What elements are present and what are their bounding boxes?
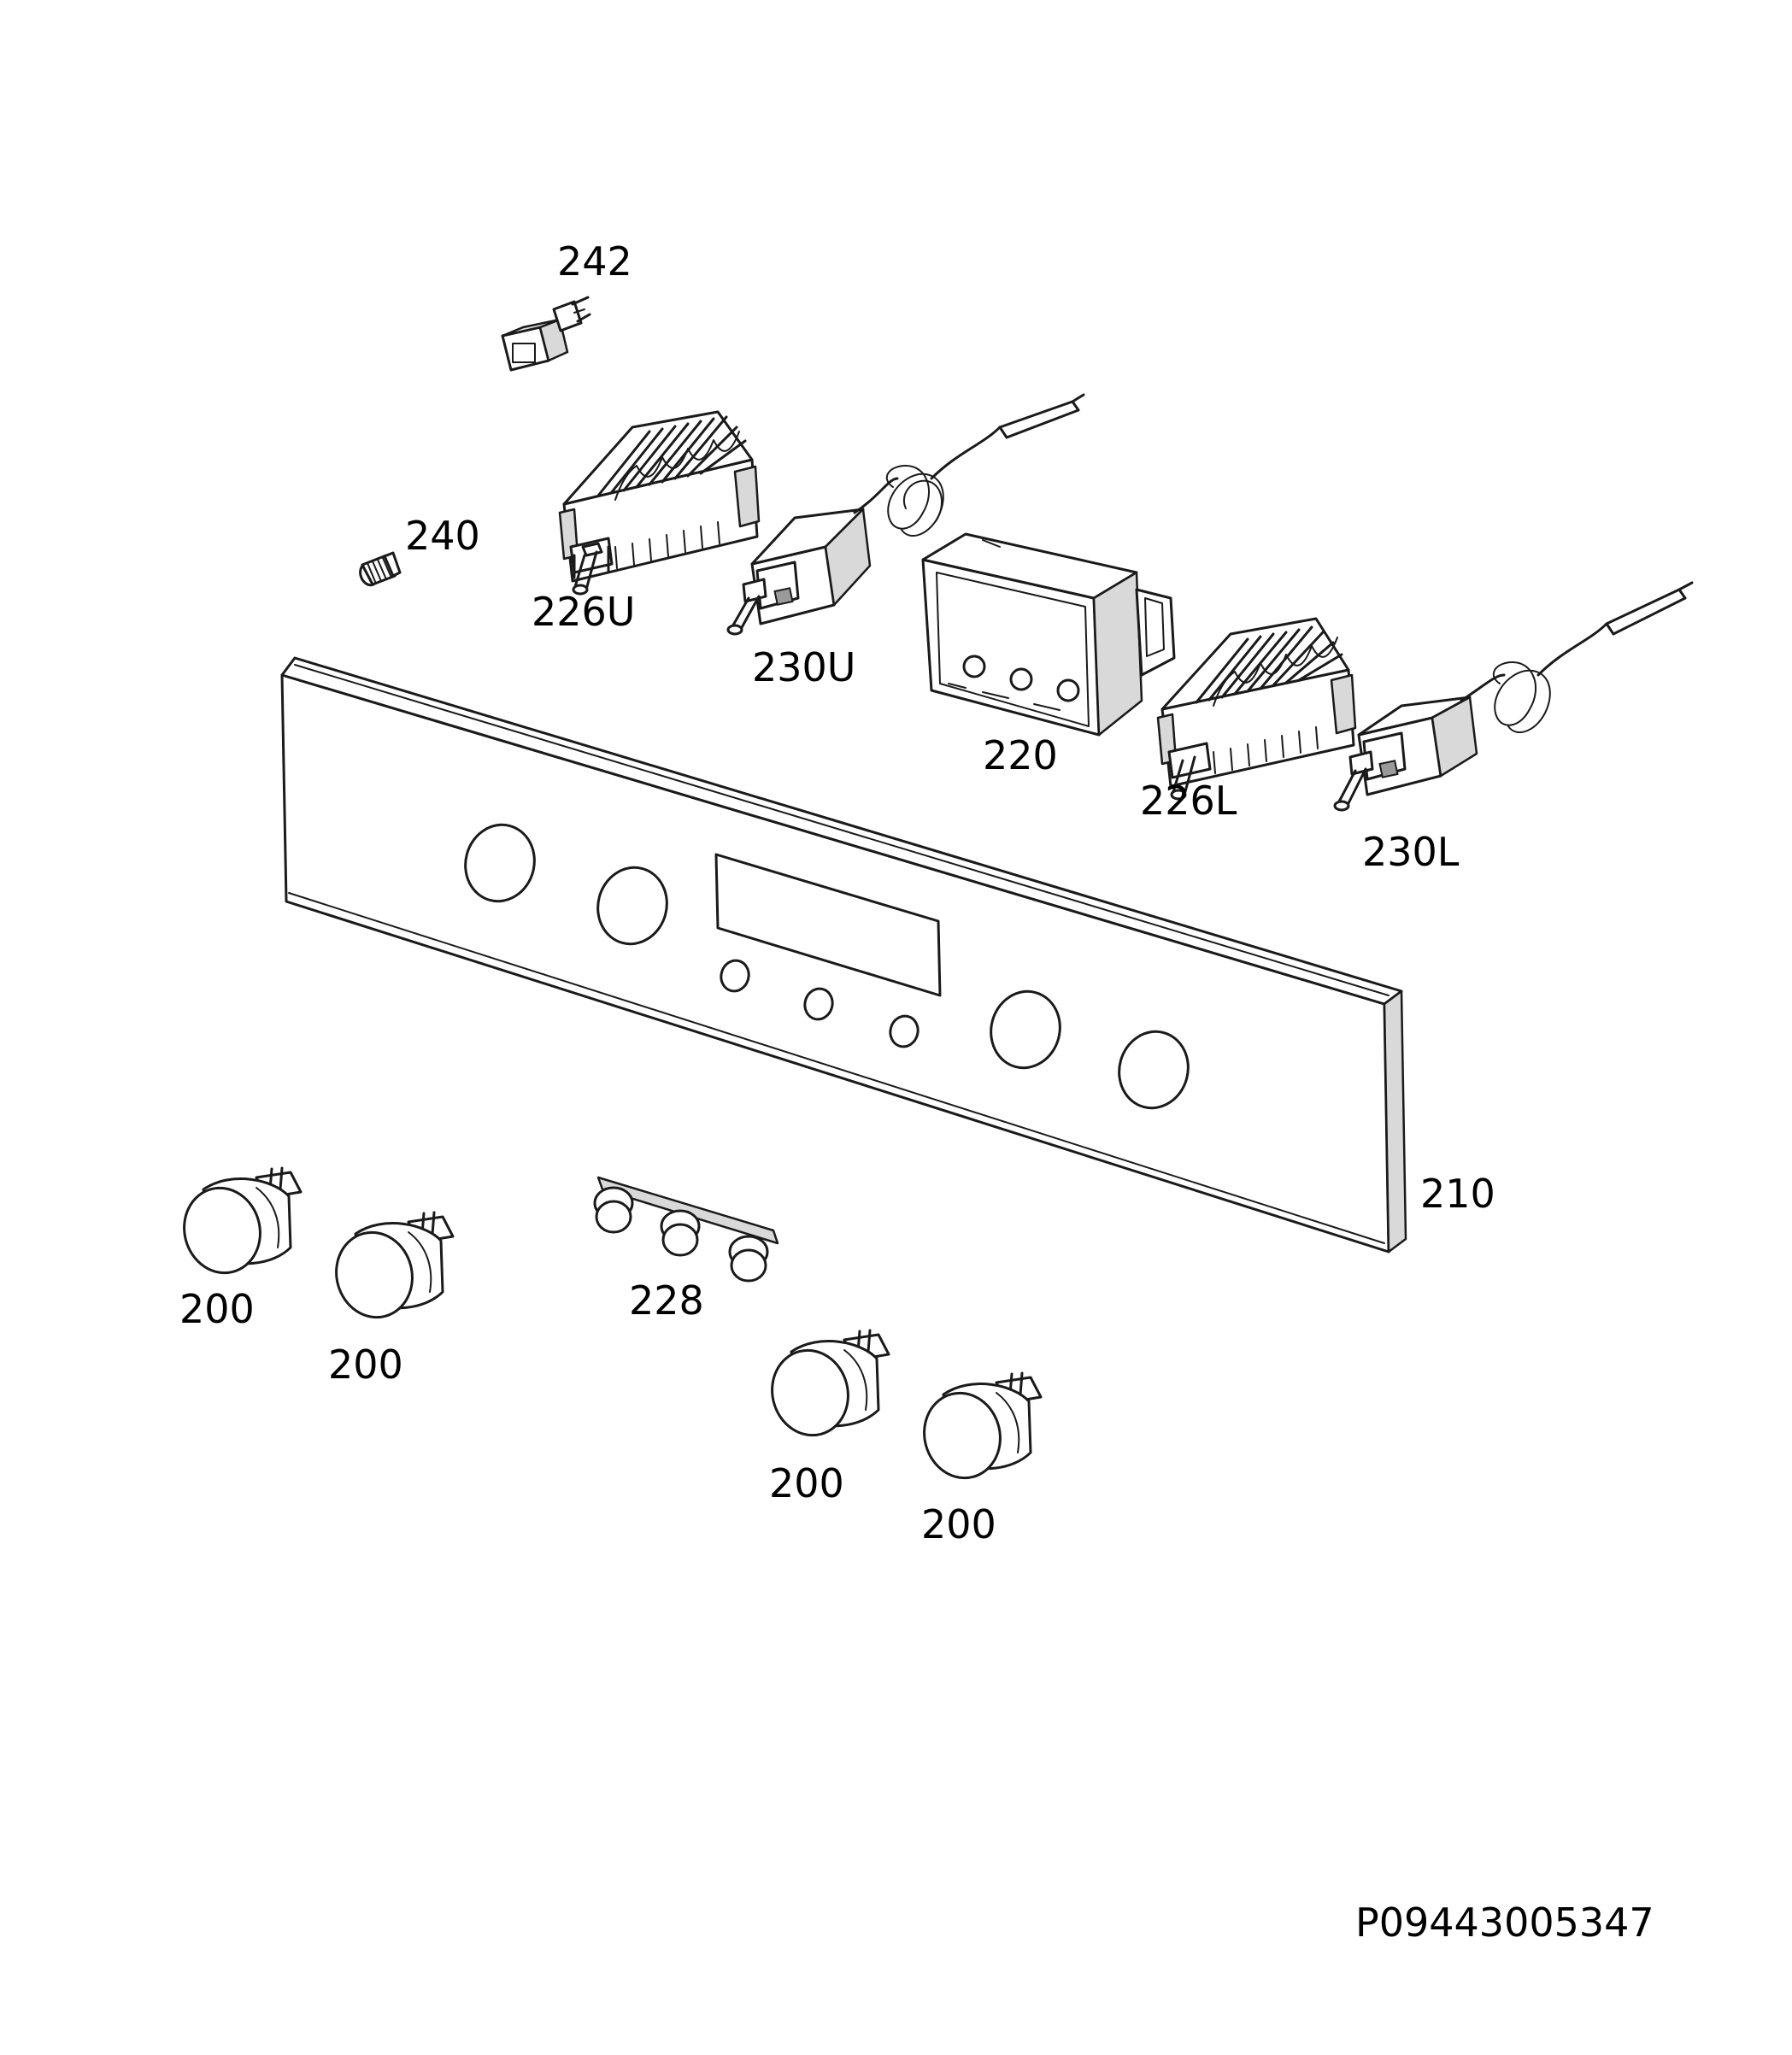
part-220-electronic-timer bbox=[921, 532, 1176, 737]
label-200: 200 bbox=[179, 1286, 255, 1332]
part-230U-thermostat bbox=[726, 393, 1085, 636]
label-230L: 230L bbox=[1362, 829, 1460, 875]
part-228-push-button-strip bbox=[593, 1176, 779, 1283]
label-200: 200 bbox=[328, 1342, 403, 1388]
label-240: 240 bbox=[405, 513, 480, 559]
label-230U: 230U bbox=[752, 644, 855, 690]
label-242: 242 bbox=[557, 238, 632, 285]
label-200: 200 bbox=[921, 1501, 996, 1547]
part-200-control-knob bbox=[923, 1371, 1043, 1480]
label-200: 200 bbox=[769, 1460, 844, 1506]
part-210-control-panel bbox=[280, 656, 1407, 1254]
part-200-control-knob bbox=[771, 1329, 890, 1437]
part-226U-selector-switch bbox=[558, 410, 761, 596]
label-220: 220 bbox=[983, 732, 1058, 778]
part-200-control-knob bbox=[183, 1166, 303, 1275]
part-240-screw bbox=[359, 551, 402, 587]
label-210: 210 bbox=[1420, 1171, 1495, 1217]
label-228: 228 bbox=[629, 1277, 704, 1324]
part-226L-selector-switch bbox=[1156, 617, 1357, 801]
drawing-number: P09443005347 bbox=[1355, 1899, 1654, 1946]
label-226L: 226L bbox=[1140, 778, 1237, 824]
part-200-control-knob bbox=[335, 1211, 455, 1319]
part-242-switch bbox=[501, 296, 591, 372]
part-230L-thermostat bbox=[1333, 581, 1694, 812]
label-226U: 226U bbox=[532, 589, 635, 635]
